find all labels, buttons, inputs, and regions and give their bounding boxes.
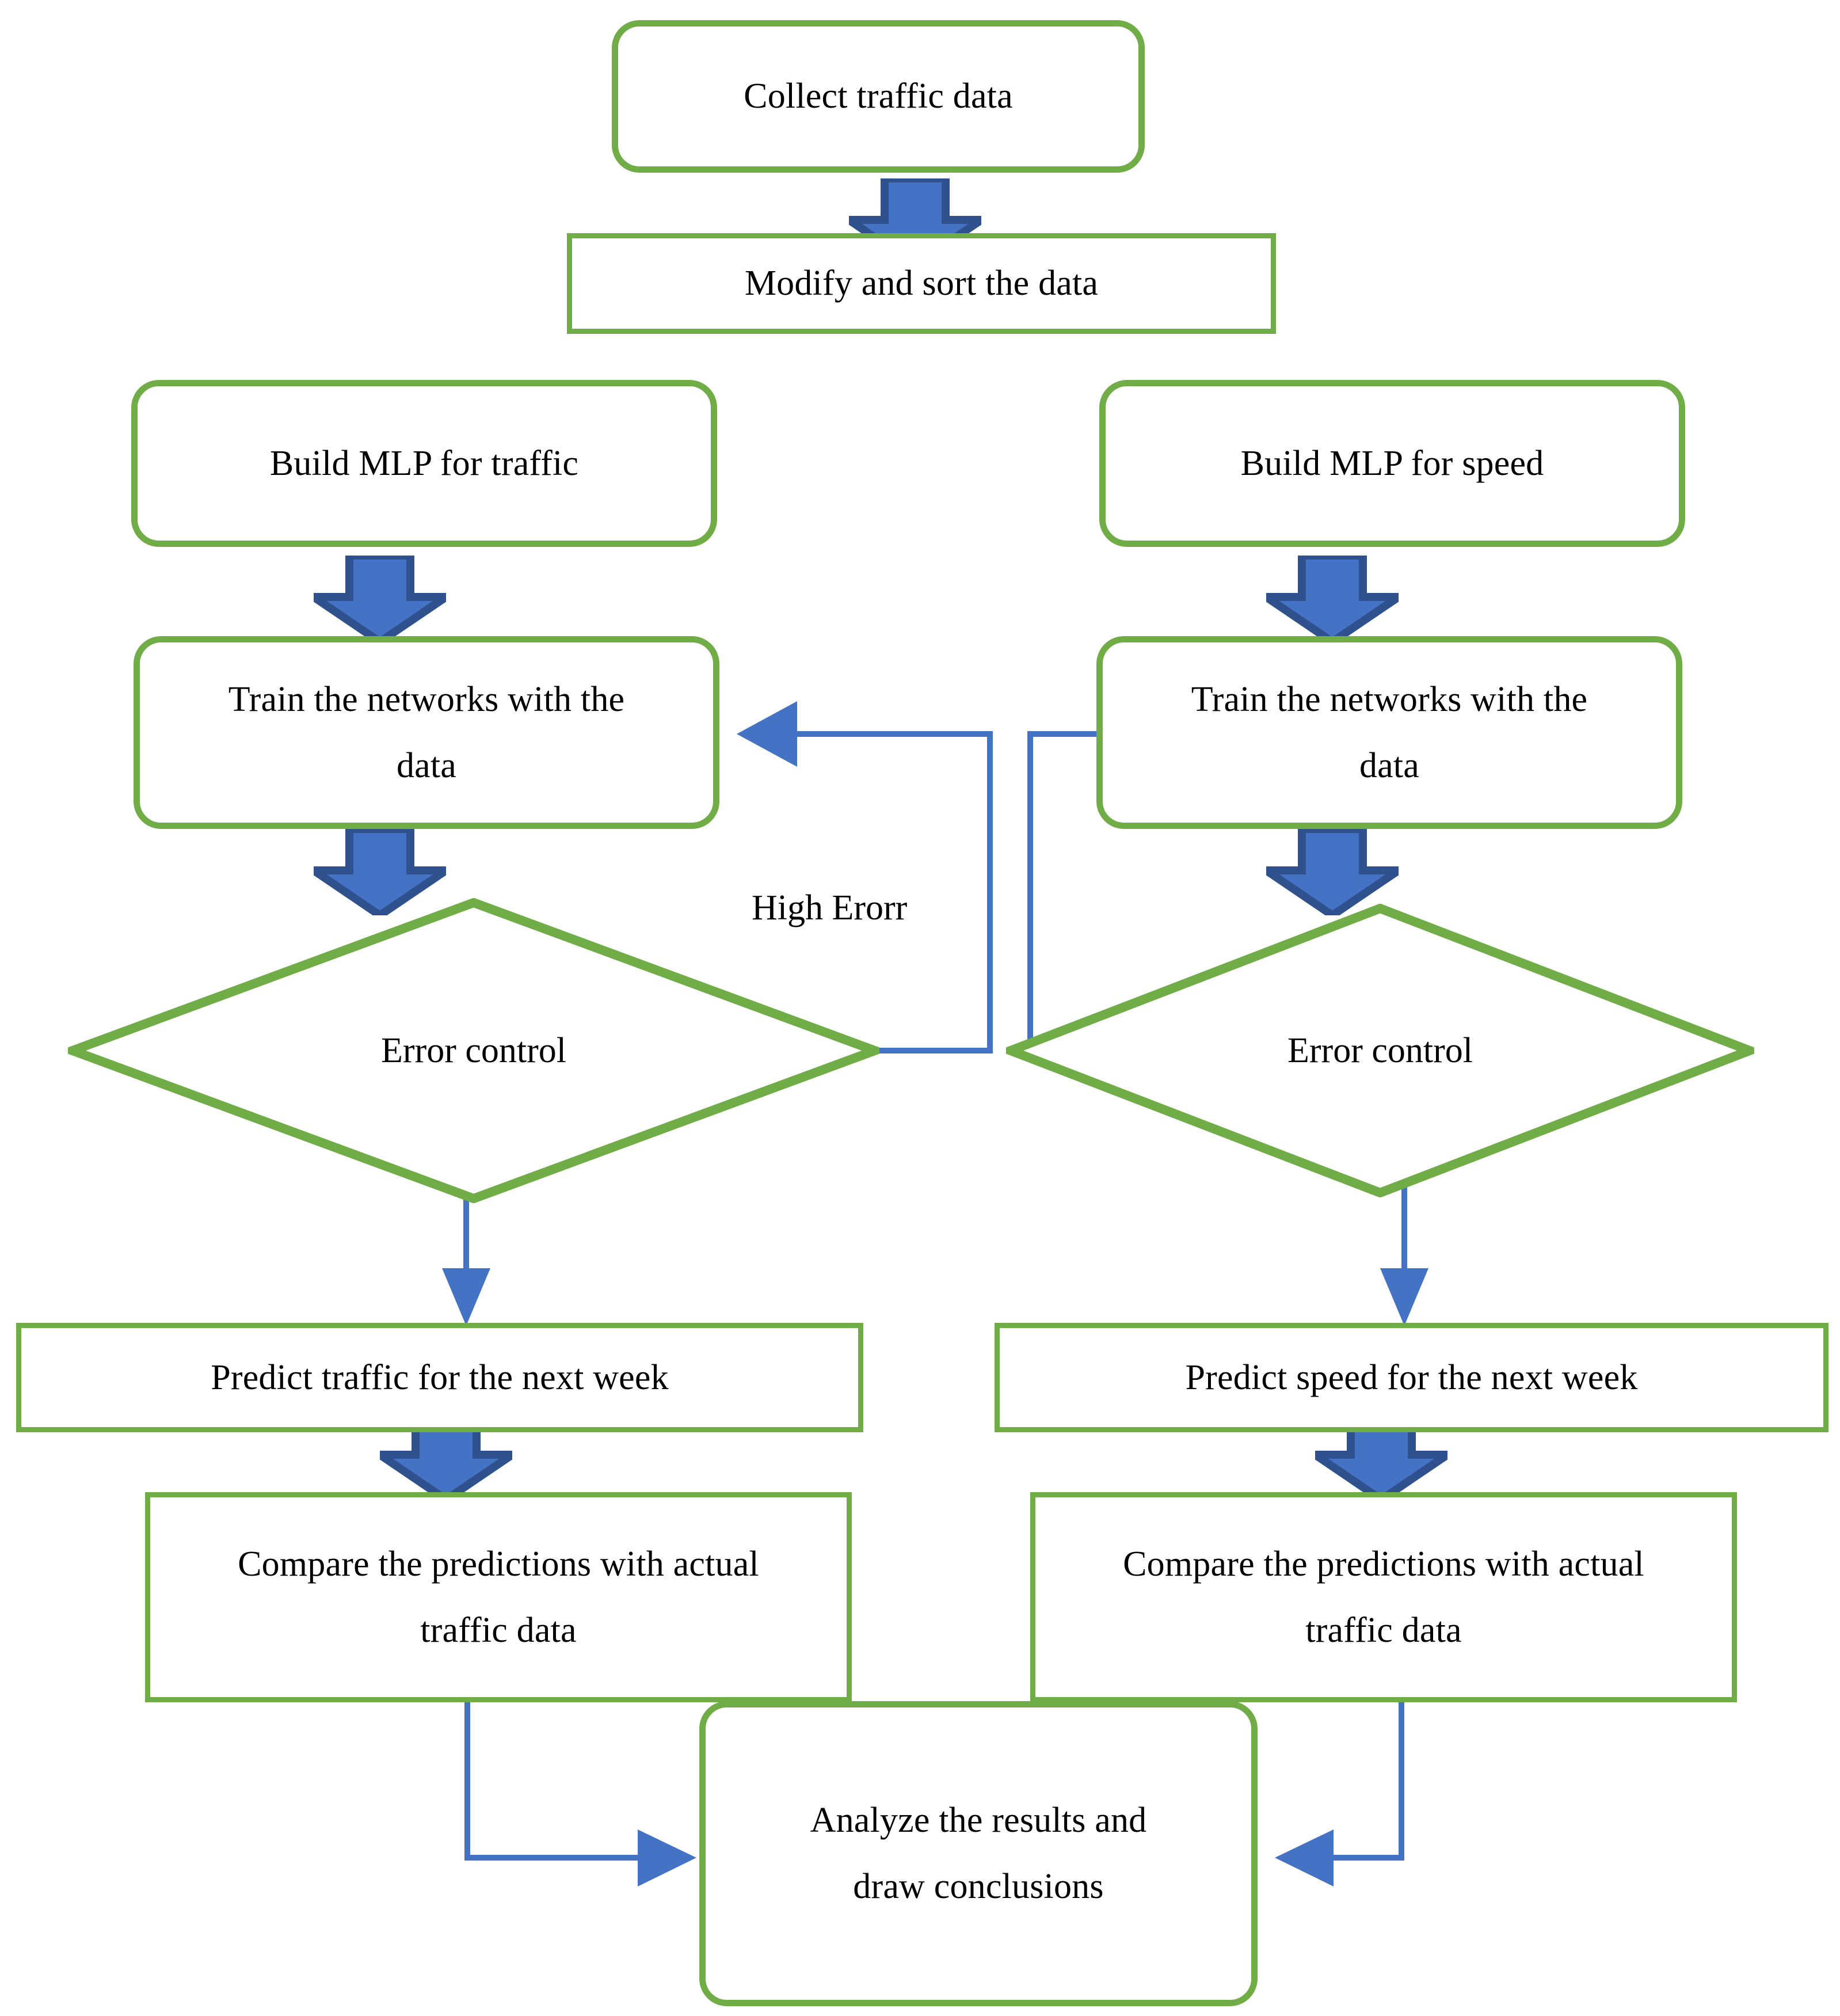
node-label-analyze-line2: draw conclusions — [853, 1867, 1104, 1906]
block-arrow-traintraffic-to-errorleft — [314, 829, 446, 915]
node-label-build-mlp-speed: Build MLP for speed — [1240, 443, 1544, 483]
node-label-build-mlp-traffic: Build MLP for traffic — [269, 443, 579, 483]
node-label-predict-traffic: Predict traffic for the next week — [211, 1357, 669, 1397]
node-label-train-traffic-line2: data — [396, 745, 457, 785]
connector-high-error-left-loop — [714, 701, 1013, 1071]
node-label-train-speed-line1: Train the networks with the — [1191, 679, 1588, 719]
decision-label-error-control-traffic: Error control — [381, 1030, 566, 1070]
node-label-compare-traffic-line1: Compare the predictions with actual — [238, 1544, 759, 1584]
node-label-compare-speed-line1: Compare the predictions with actual — [1123, 1544, 1644, 1584]
decision-error-control-traffic: Error control — [68, 898, 879, 1203]
connector-comparespeed-to-analyze — [1263, 1698, 1413, 1886]
edge-label-high-error: High Erorr — [752, 888, 908, 927]
node-compare-speed[interactable]: Compare the predictions with actual traf… — [1030, 1492, 1737, 1702]
block-arrow-trainspeed-to-errorright — [1266, 829, 1399, 915]
block-arrow-buildspeed-to-trainspeed — [1266, 556, 1399, 642]
node-label-predict-speed: Predict speed for the next week — [1185, 1357, 1638, 1397]
node-label-collect: Collect traffic data — [744, 77, 1013, 116]
decision-error-control-speed: Error control — [1006, 904, 1754, 1197]
node-modify-sort-data[interactable]: Modify and sort the data — [567, 233, 1276, 334]
node-predict-speed[interactable]: Predict speed for the next week — [995, 1323, 1828, 1432]
node-analyze-results[interactable]: Analyze the results and draw conclusions — [699, 1701, 1258, 2006]
connector-errorright-to-predictspeed — [1364, 1171, 1445, 1333]
connector-comparetraffic-to-analyze — [455, 1698, 725, 1886]
node-build-mlp-traffic[interactable]: Build MLP for traffic — [131, 380, 717, 547]
node-label-train-speed-line2: data — [1359, 745, 1420, 785]
node-label-modify: Modify and sort the data — [744, 264, 1099, 303]
node-predict-traffic[interactable]: Predict traffic for the next week — [16, 1323, 863, 1432]
node-build-mlp-speed[interactable]: Build MLP for speed — [1099, 380, 1685, 547]
node-label-analyze-line1: Analyze the results and — [810, 1801, 1147, 1840]
node-label-compare-speed-line2: traffic data — [1305, 1610, 1462, 1650]
block-arrow-buildtraffic-to-traintraffic — [314, 556, 446, 642]
decision-label-error-control-speed: Error control — [1287, 1030, 1473, 1070]
node-label-compare-traffic-line2: traffic data — [420, 1610, 577, 1650]
node-train-networks-traffic[interactable]: Train the networks with the data — [134, 636, 719, 829]
node-train-networks-speed[interactable]: Train the networks with the data — [1096, 636, 1682, 829]
node-collect-traffic-data[interactable]: Collect traffic data — [612, 20, 1145, 173]
node-label-train-traffic-line1: Train the networks with the — [228, 679, 625, 719]
node-compare-traffic[interactable]: Compare the predictions with actual traf… — [145, 1492, 852, 1702]
